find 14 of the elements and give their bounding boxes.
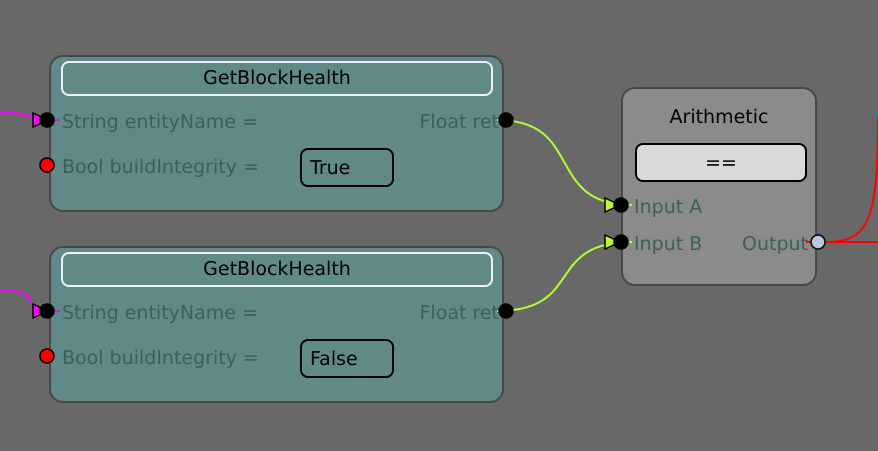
function-node-card [49,55,504,212]
connector-wire [0,289,60,318]
value-field: False [300,339,394,378]
function-node-card [621,87,817,286]
node-title: Arithmetic [669,105,769,130]
connector-wire [496,119,632,210]
connector-wire [496,236,632,312]
connector-wire [0,112,60,128]
title-bar: GetBlockHealth [61,252,493,287]
port-label: Input A [634,194,724,220]
value-field: True [300,148,394,187]
operator-field: == [635,143,807,182]
function-node-card [49,246,504,403]
title-bar: GetBlockHealth [61,61,493,96]
